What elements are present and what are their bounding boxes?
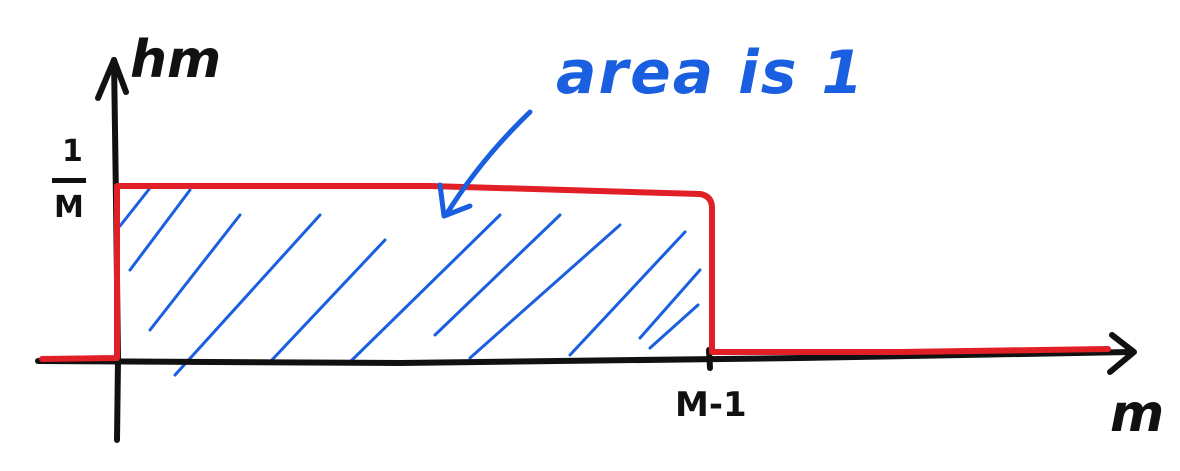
x-axis (35, 349, 1133, 366)
x-tick-mark (706, 347, 713, 371)
y-tick-fraction-bar (52, 178, 86, 183)
area-annotation: area is 1 (556, 38, 866, 108)
area-hatching (118, 186, 702, 377)
y-axis-arrowhead (95, 57, 129, 101)
axes (35, 57, 1137, 443)
x-axis-arrowhead (1107, 332, 1137, 375)
signal-curve (39, 183, 1111, 362)
y-tick-denominator: M (54, 190, 84, 225)
x-axis-label: m (1110, 384, 1165, 444)
x-tick-label: M-1 (675, 385, 747, 425)
y-tick-numerator: 1 (62, 134, 83, 169)
annotation-arrow (437, 109, 533, 219)
y-axis-label: hm (130, 30, 222, 90)
